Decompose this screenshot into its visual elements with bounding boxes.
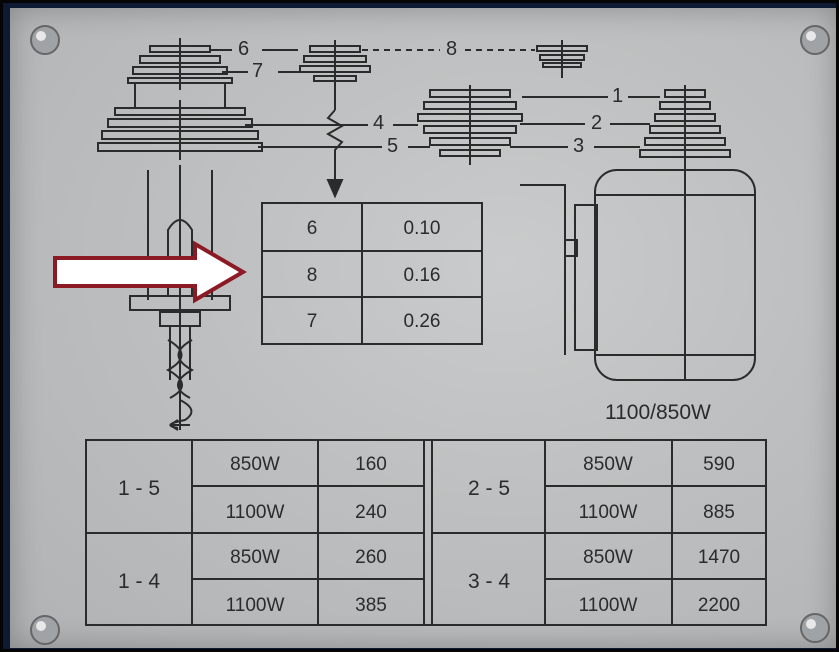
- screw-top-right: [800, 25, 830, 55]
- rpm-cell: 1470: [697, 547, 741, 568]
- label-belt-1: 1: [612, 85, 624, 107]
- label-belt-7: 7: [252, 60, 264, 82]
- screw-top-left: [30, 25, 60, 55]
- label-belt-4: 4: [373, 112, 385, 134]
- center-pulley: [417, 85, 523, 165]
- spindle-shaft: [129, 165, 231, 431]
- label-belt-5: 5: [387, 135, 399, 157]
- rpm-cell: 260: [355, 547, 387, 568]
- feed-pulley: [536, 40, 588, 78]
- rpm-cell: 885: [703, 502, 735, 523]
- motor-pulley: [639, 85, 731, 170]
- feed-value-cell: 0.16: [403, 265, 441, 286]
- speed-table-grid: [85, 439, 767, 626]
- pointer-arrow: [53, 240, 247, 304]
- belt-position: 1 - 5: [117, 477, 161, 500]
- motor-rating: 1100/850W: [605, 401, 711, 424]
- label-belt-6: 6: [238, 38, 250, 60]
- feed-belt-cell: 8: [306, 265, 318, 286]
- feed-belt-cell: 7: [306, 311, 318, 332]
- label-belt-2: 2: [591, 112, 603, 134]
- feed-table-grid: [261, 202, 483, 345]
- intermediate-pulley: [299, 40, 371, 199]
- rpm-cell: 160: [355, 454, 387, 475]
- screw-bottom-left: [30, 615, 60, 645]
- belt-position: 1 - 4: [117, 570, 161, 593]
- power-cell: 850W: [230, 454, 280, 475]
- label-belt-3: 3: [573, 135, 585, 157]
- power-cell: 1100W: [578, 595, 638, 616]
- rpm-cell: 240: [355, 502, 387, 523]
- power-cell: 1100W: [225, 502, 285, 523]
- label-belt-8: 8: [446, 38, 458, 60]
- spindle-lower-pulley: [97, 84, 263, 160]
- feed-value-cell: 0.26: [403, 311, 441, 332]
- rpm-cell: 385: [355, 595, 387, 616]
- screw-bottom-right: [800, 613, 830, 643]
- feed-value-cell: 0.10: [403, 218, 441, 239]
- belt-lines: [210, 49, 660, 148]
- power-cell: 1100W: [578, 502, 638, 523]
- belt-position: 2 - 5: [467, 477, 511, 500]
- motor-body: [520, 169, 756, 381]
- rpm-cell: 590: [703, 454, 735, 475]
- feed-belt-cell: 6: [306, 218, 318, 239]
- belt-position: 3 - 4: [467, 570, 511, 593]
- rpm-cell: 2200: [697, 595, 741, 616]
- power-cell: 850W: [230, 547, 280, 568]
- power-cell: 850W: [583, 547, 633, 568]
- power-cell: 1100W: [225, 595, 285, 616]
- power-cell: 850W: [583, 454, 633, 475]
- spindle-upper-pulley: [127, 38, 233, 90]
